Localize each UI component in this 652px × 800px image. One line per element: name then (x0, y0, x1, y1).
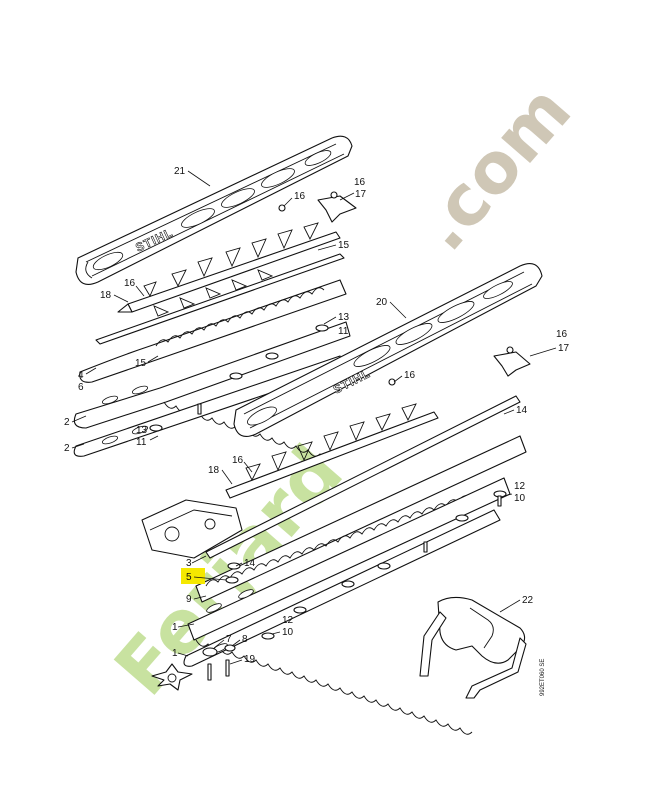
callout-16[interactable]: 16 (404, 370, 416, 381)
callout-4[interactable]: 4 (78, 370, 84, 381)
flat-bar-lower (205, 395, 521, 559)
callout-20[interactable]: 20 (376, 297, 388, 308)
callout-10[interactable]: 10 (514, 493, 526, 504)
callout-1[interactable]: 1 (172, 622, 178, 633)
watermark-right-text: .com (401, 70, 587, 267)
callout-19[interactable]: 19 (244, 654, 256, 665)
callout-12[interactable]: 12 (514, 481, 526, 492)
callout-16[interactable]: 16 (232, 455, 244, 466)
star-washer (151, 663, 193, 691)
callout-14[interactable]: 14 (516, 405, 528, 416)
cutter-blades-upper (73, 279, 351, 461)
callout-3[interactable]: 3 (186, 558, 192, 569)
callout-6[interactable]: 6 (78, 382, 84, 393)
callout-16[interactable]: 16 (556, 329, 568, 340)
callout-2[interactable]: 2 (64, 417, 70, 428)
callout-5[interactable]: 5 (186, 572, 192, 583)
callouts: 21 16 16 17 15 18 16 20 13 11 4 6 15 16 … (64, 166, 570, 665)
callout-13[interactable]: 13 (338, 312, 350, 323)
blade-guard-upper: STIHL (75, 135, 353, 285)
callout-17[interactable]: 17 (355, 189, 367, 200)
callout-18[interactable]: 18 (208, 465, 220, 476)
callout-8[interactable]: 8 (242, 634, 248, 645)
callout-16[interactable]: 16 (294, 191, 306, 202)
callout-16[interactable]: 16 (354, 177, 366, 188)
callout-5-highlight (181, 568, 205, 584)
callout-11[interactable]: 11 (338, 326, 349, 337)
callout-14[interactable]: 14 (244, 558, 256, 569)
callout-15[interactable]: 15 (135, 358, 147, 369)
callout-18[interactable]: 18 (100, 290, 112, 301)
bracket-lower (493, 351, 531, 377)
bracket-upper (317, 195, 357, 223)
callout-15[interactable]: 15 (338, 240, 350, 251)
callout-1[interactable]: 1 (172, 648, 178, 659)
drawing-code: 992ET060 SE (540, 659, 546, 696)
lower-assembly: STIHL (141, 263, 543, 735)
callout-16[interactable]: 16 (124, 278, 136, 289)
callout-9[interactable]: 9 (186, 594, 192, 605)
callout-12[interactable]: 12 (282, 615, 294, 626)
gear-housing (141, 499, 243, 559)
callout-11[interactable]: 11 (136, 437, 147, 448)
callout-17[interactable]: 17 (558, 343, 570, 354)
upper-assembly: STIHL (73, 135, 357, 461)
callout-10[interactable]: 10 (282, 627, 294, 638)
flat-bar-upper (95, 253, 345, 345)
knife-rail-upper (117, 222, 341, 317)
safety-glasses (419, 596, 527, 699)
callout-7[interactable]: 7 (226, 634, 232, 645)
callout-22[interactable]: 22 (522, 595, 534, 606)
knife-rail-lower (225, 403, 439, 499)
callout-2[interactable]: 2 (64, 443, 70, 454)
cutter-blades-lower (183, 435, 527, 735)
callout-21[interactable]: 21 (174, 166, 186, 177)
callout-13[interactable]: 13 (136, 425, 148, 436)
